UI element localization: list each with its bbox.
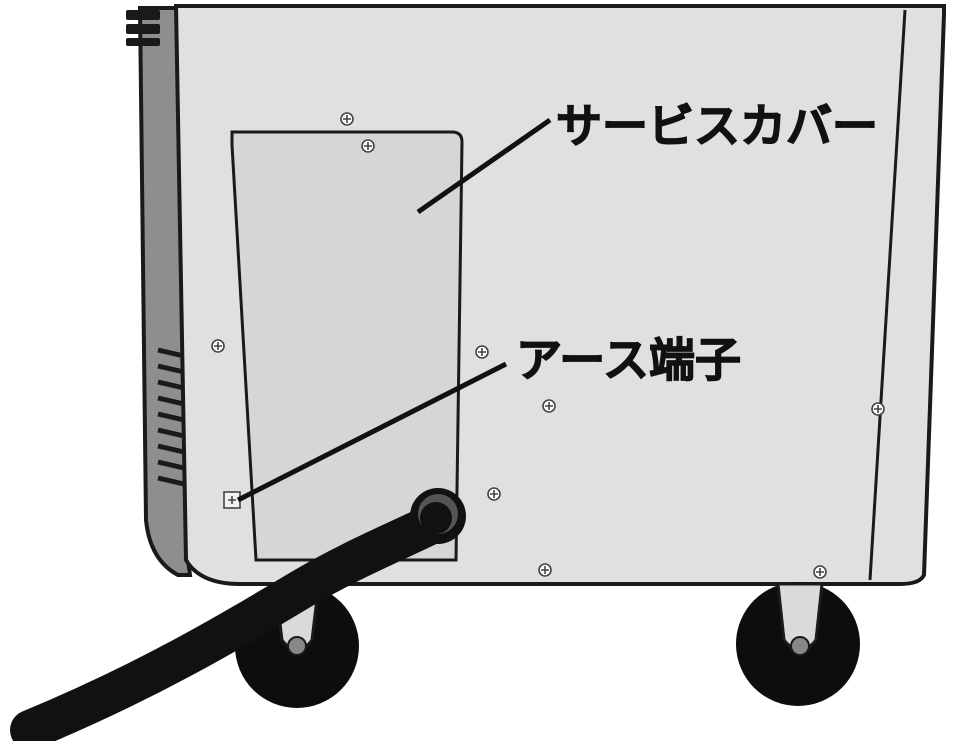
earth-terminal-label: アース端子 (516, 333, 741, 387)
screw-icon (475, 345, 489, 359)
screw-icon (538, 563, 552, 577)
screw-icon (340, 112, 354, 126)
earth-terminal-screw (223, 491, 241, 509)
screws (211, 112, 885, 579)
screw-icon (871, 402, 885, 416)
earth-terminal-leader-line (236, 361, 508, 503)
screw-icon (487, 487, 501, 501)
right-wheel (736, 582, 860, 706)
side-vents (157, 347, 185, 487)
screw-icon (542, 399, 556, 413)
service-cover-leader-line (416, 117, 552, 215)
screw-icon (211, 339, 225, 353)
screw-icon (361, 139, 375, 153)
power-cord (10, 488, 466, 741)
top-vents (126, 10, 160, 46)
service-cover-label: サービスカバー (556, 99, 878, 153)
right-edge-seam (868, 9, 907, 581)
screw-icon (813, 565, 827, 579)
